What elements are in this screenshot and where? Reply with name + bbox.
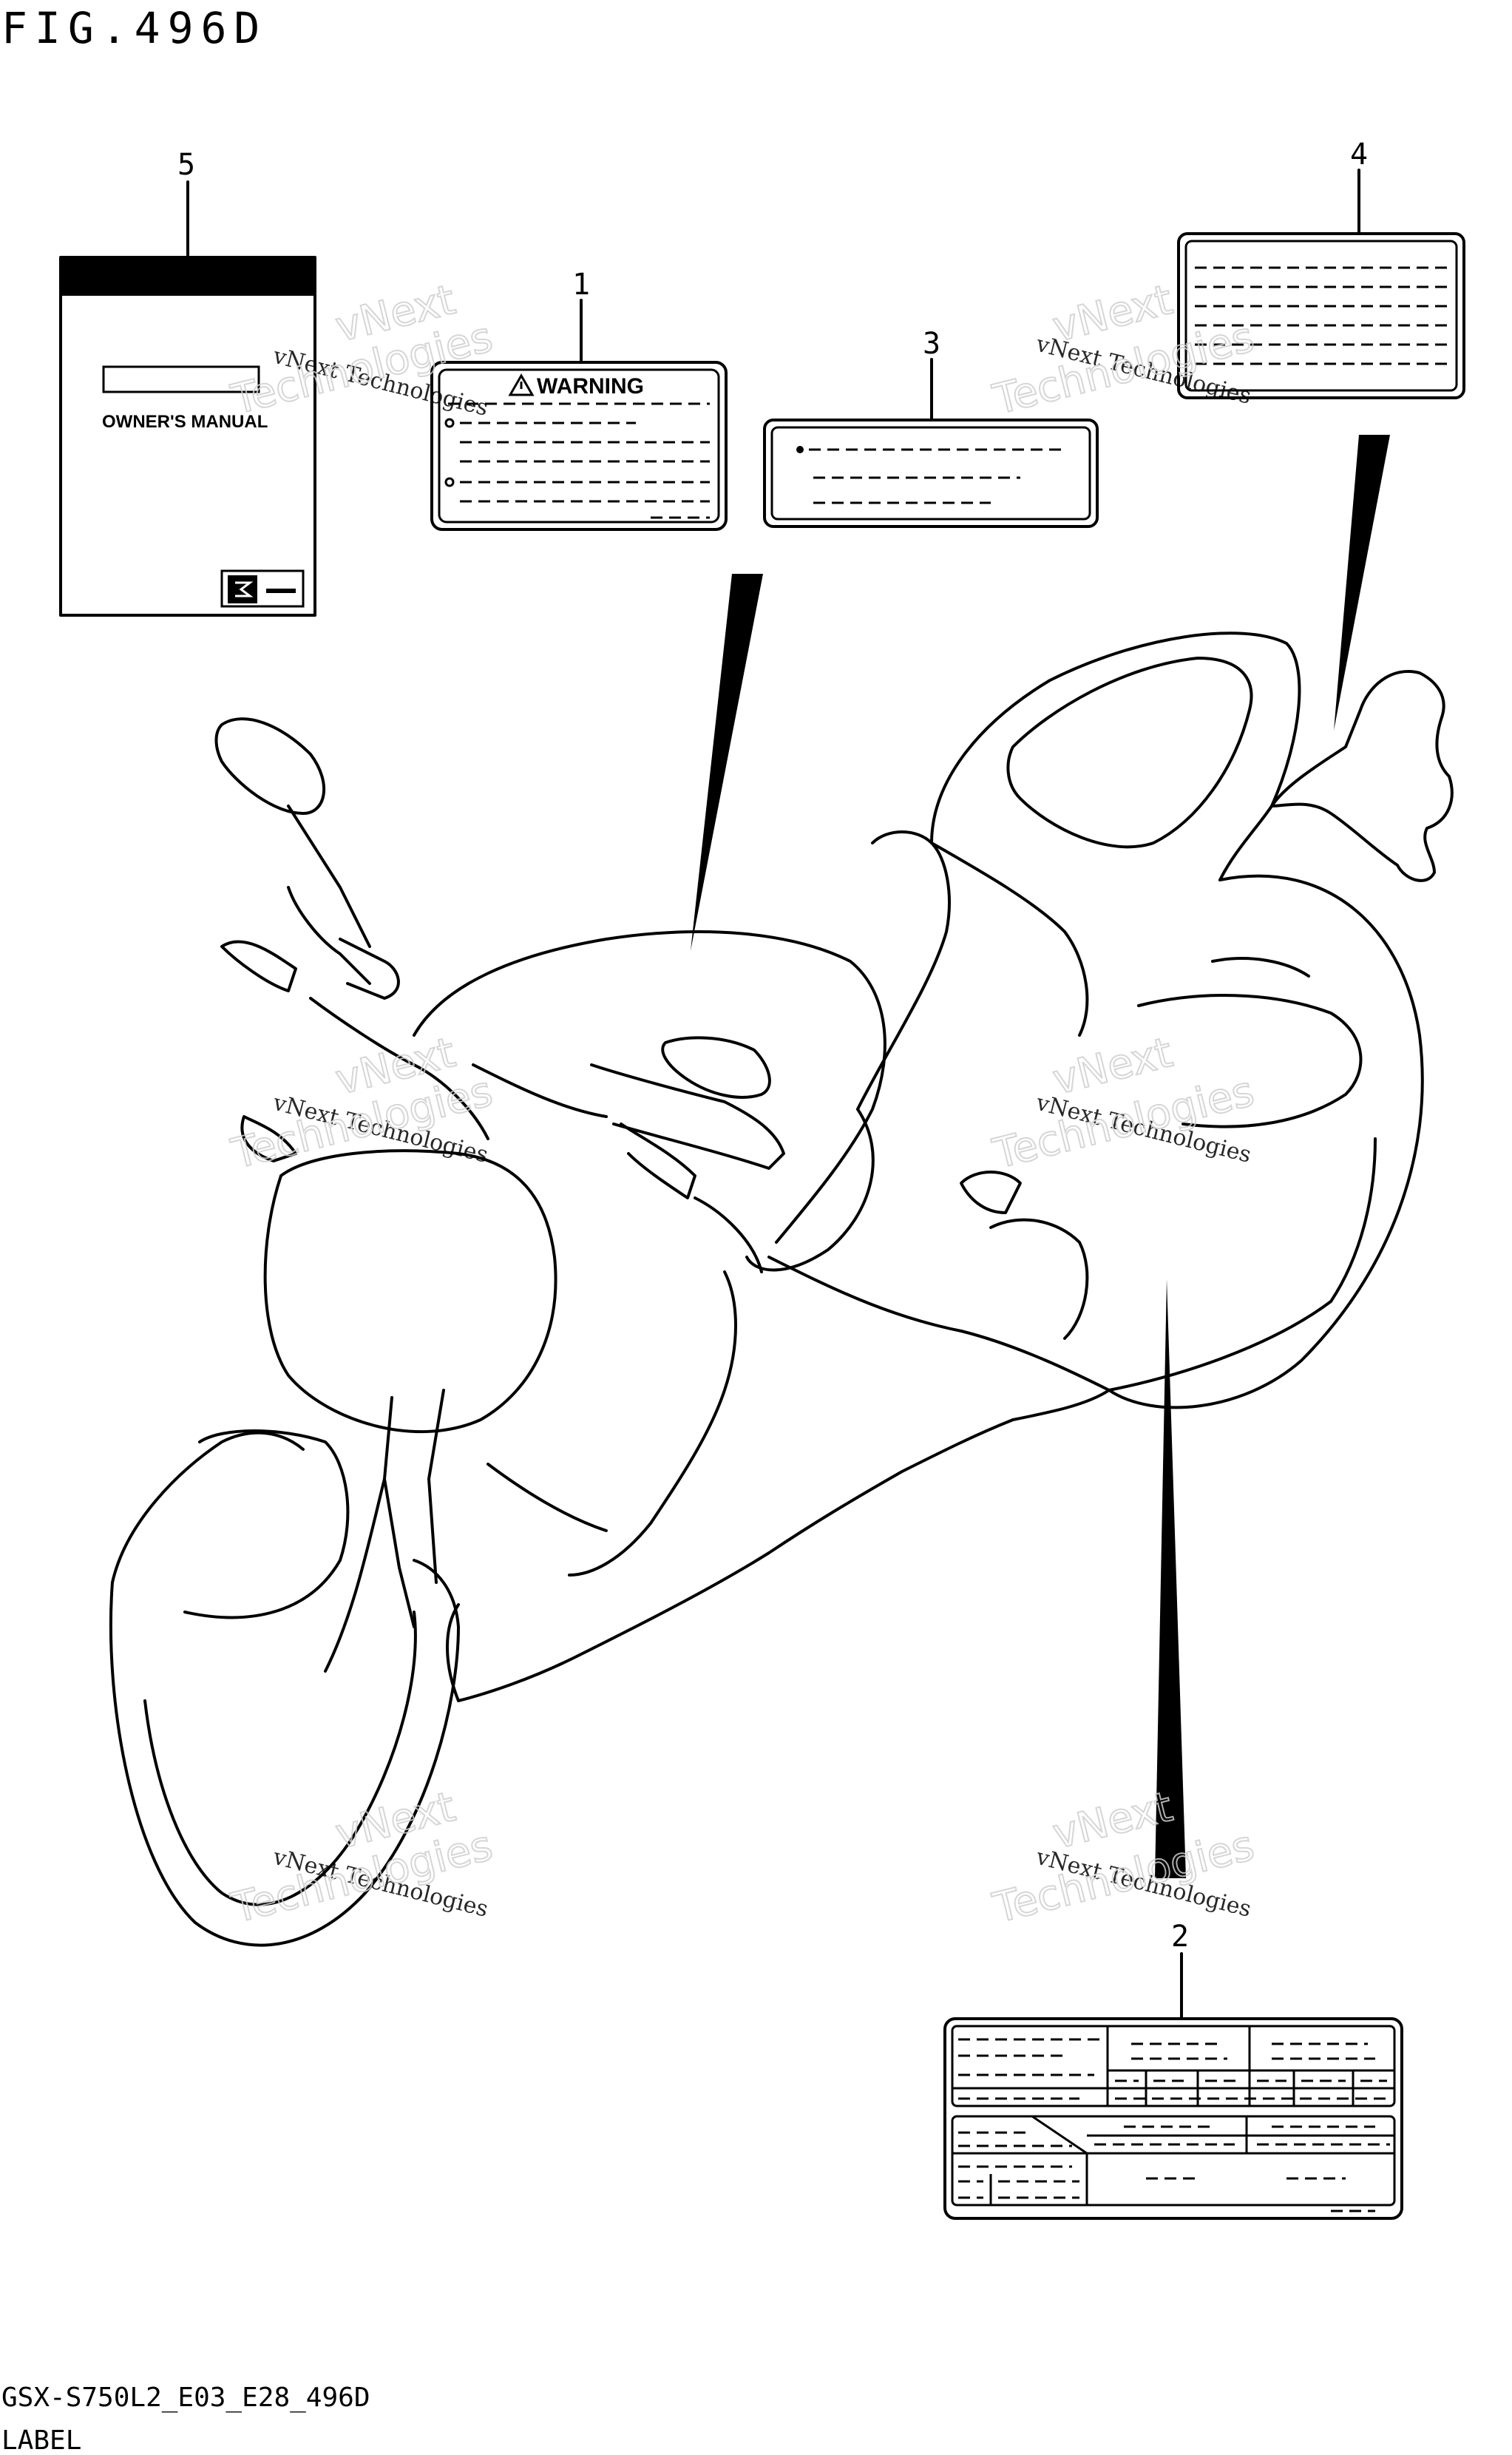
watermark: vNext Technologies vNext Technologies vN… — [226, 275, 1260, 1934]
callout-4: 4 — [1350, 138, 1368, 172]
motorcycle-outline — [109, 631, 1454, 1947]
section-label: LABEL — [1, 2425, 81, 2455]
callout-1: 1 — [572, 268, 590, 302]
leader-wedge-1 — [691, 574, 763, 951]
suzuki-s-icon — [228, 575, 257, 603]
owners-manual[interactable]: OWNER'S MANUAL — [59, 256, 316, 617]
warning-triangle-icon — [508, 373, 535, 396]
figure-title: FIG.496D — [1, 3, 267, 53]
callout-5: 5 — [177, 148, 195, 182]
leader-wedge-2 — [1155, 1279, 1186, 1878]
label-3[interactable] — [763, 419, 1099, 528]
leader-wedge-4 — [1334, 435, 1390, 731]
manual-title: OWNER'S MANUAL — [102, 412, 268, 432]
figure-code: GSX-S750L2_E03_E28_496D — [1, 2383, 370, 2413]
label-4[interactable] — [1177, 232, 1465, 399]
warning-title: WARNING — [537, 374, 644, 399]
callout-2: 2 — [1171, 1920, 1189, 1954]
callout-3: 3 — [923, 327, 940, 361]
label-2[interactable] — [943, 2017, 1403, 2220]
warning-label[interactable]: WARNING — [430, 361, 728, 531]
